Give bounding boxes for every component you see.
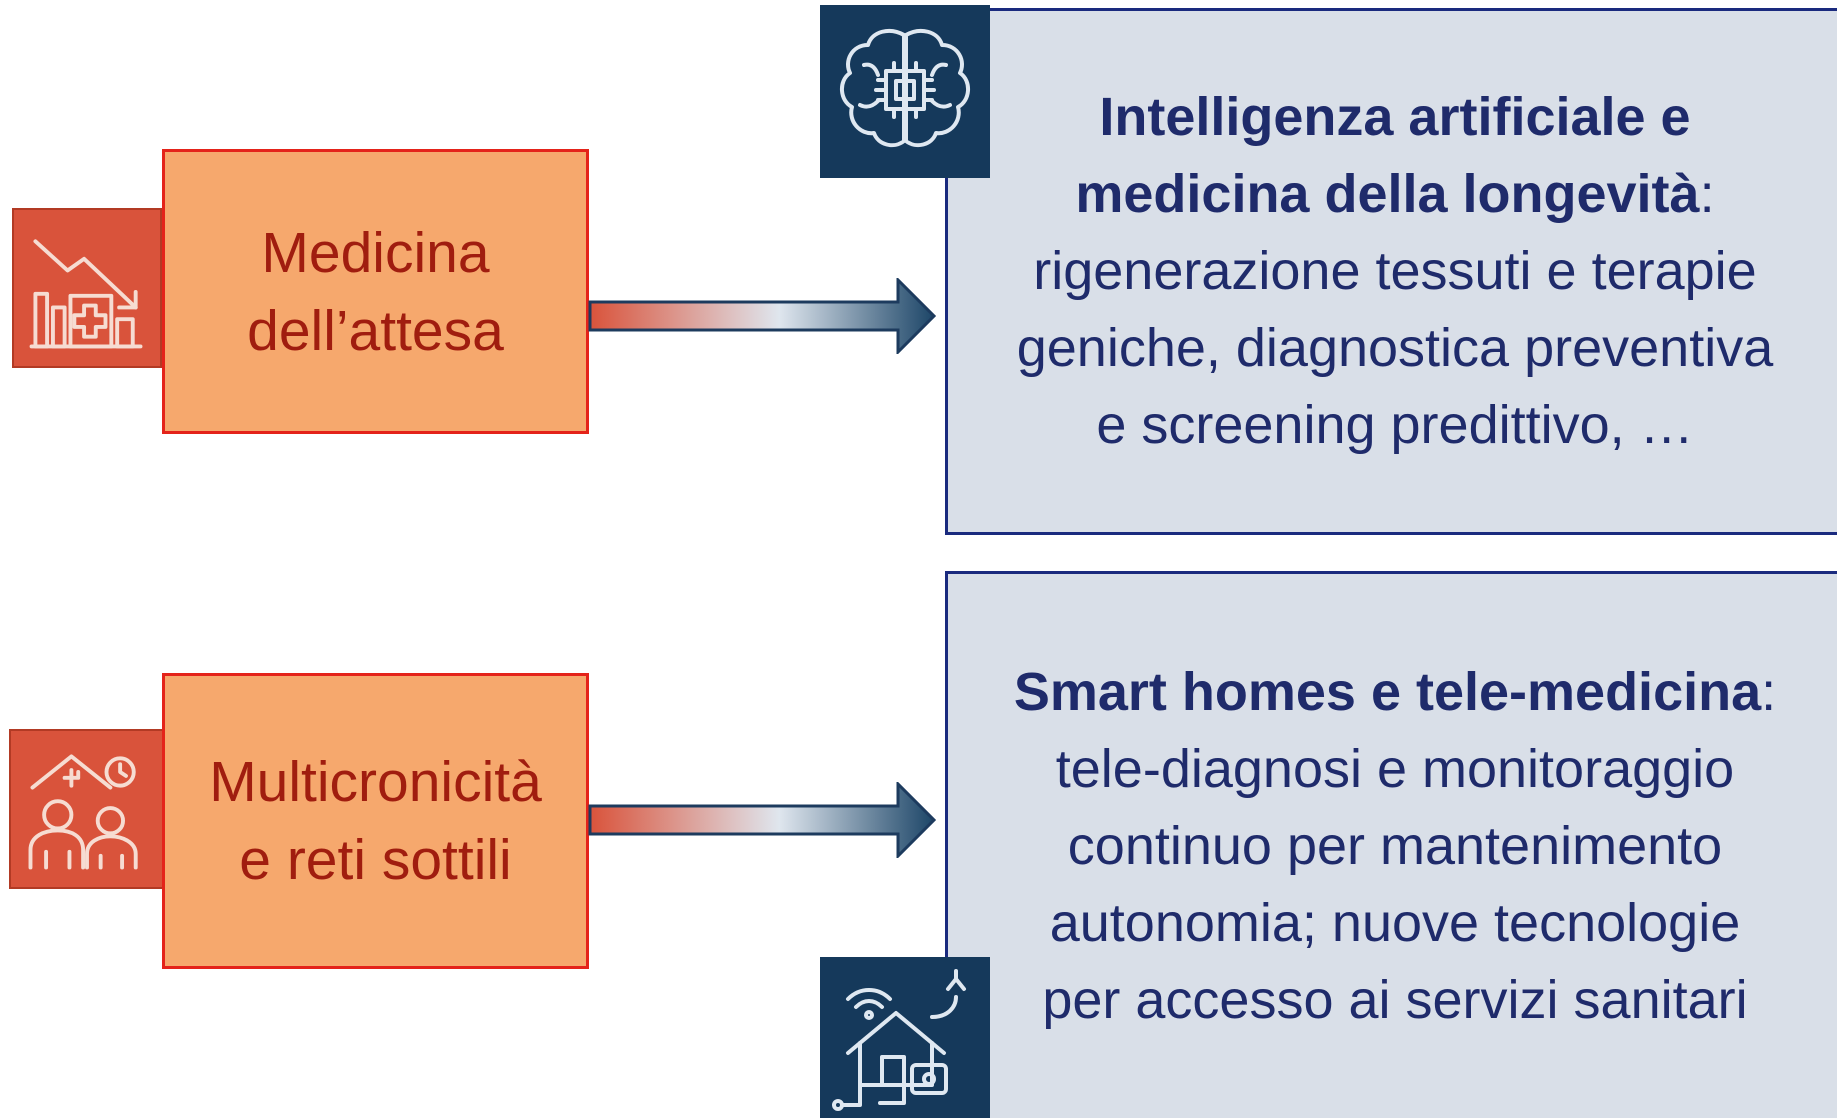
target-text-line: rigenerazione tessuti e terapie [1033,241,1757,301]
smart-home-network-icon [820,957,990,1118]
target-text-line: tele-diagnosi e monitoraggio [1055,738,1735,799]
source-text-line: Multicronicità [209,750,542,814]
family-home-care-icon [9,729,165,889]
target-text-line: continuo per mantenimento [1067,815,1723,876]
source-box-medicina-attesa: Medicina dell’attesa [162,149,589,434]
target-bold-line: Intelligenza artificiale e [1099,87,1691,147]
target-box-ai-longevita: Intelligenza artificiale e medicina dell… [945,8,1837,535]
target-bold-line: medicina della longevità: [1075,164,1715,224]
source-text-line: e reti sottili [239,828,512,892]
target-text-line: autonomia; nuove tecnologie [1049,892,1741,953]
declining-health-chart-icon [12,208,162,368]
target-text-line: per accesso ai servizi sanitari [1042,969,1748,1030]
gradient-arrow [588,278,936,354]
target-text-line: e screening predittivo, … [1096,395,1694,455]
target-box-smart-homes: Smart homes e tele-medicina: tele-diagno… [945,571,1837,1118]
source-text-line: Medicina [261,220,490,285]
ai-brain-chip-icon [820,5,990,178]
target-bold-line: Smart homes e tele-medicina: [1013,661,1777,722]
target-text-line: geniche, diagnostica preventiva [1016,318,1774,378]
source-box-multicronicita: Multicronicità e reti sottili [162,673,589,969]
gradient-arrow [588,782,936,858]
source-text-line: dell’attesa [247,298,504,363]
